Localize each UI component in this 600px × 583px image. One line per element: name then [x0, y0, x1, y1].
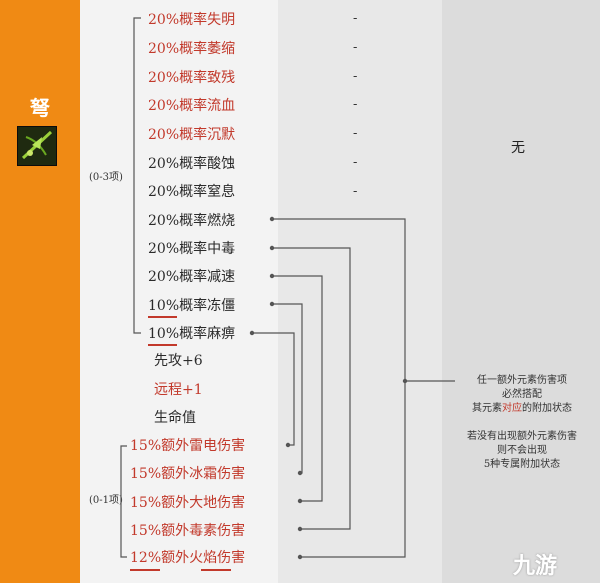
option-suffocate: 20%概率窒息	[148, 184, 236, 200]
dash-3: -	[353, 69, 358, 84]
note-line-3: 其元素对应的附加状态	[446, 402, 598, 416]
note-line-2: 必然搭配	[502, 389, 542, 400]
link-poison-toxic	[272, 247, 351, 530]
watermark-logo: 九游	[513, 554, 558, 579]
weapon-title: 弩	[30, 96, 50, 120]
note-line-4: 若没有出现额外元素伤害	[467, 431, 577, 442]
option-frost-damage: 15%额外冰霜伤害	[130, 466, 246, 482]
range-label-bottom: (0-1项)	[89, 495, 123, 506]
range-label-top: (0-3项)	[89, 172, 123, 183]
stat-initiative: 先攻+6	[154, 353, 203, 369]
dash-2: -	[353, 40, 358, 55]
option-acid: 20%概率酸蚀	[148, 156, 236, 172]
link-burn-fire	[272, 218, 406, 558]
note-line-1: 任一额外元素伤害项	[477, 375, 567, 386]
option-fire-damage: 12%额外火焰伤害	[130, 550, 246, 566]
option-poison: 20%概率中毒	[148, 241, 236, 257]
crossbow-weapon-icon	[17, 126, 57, 166]
dash-7: -	[353, 184, 358, 199]
note-line-6: 5种专属附加状态	[483, 459, 561, 470]
dash-5: -	[353, 126, 358, 141]
link-paralyze-lightning	[252, 332, 295, 446]
option-silence: 20%概率沉默	[148, 127, 236, 143]
attributes-column	[80, 0, 278, 583]
note-column	[442, 0, 600, 583]
note-highlight: 对应	[502, 403, 522, 414]
option-blind: 20%概率失明	[148, 12, 236, 28]
link-freeze-frost	[272, 303, 303, 474]
dash-6: -	[353, 155, 358, 170]
option-burn: 20%概率燃烧	[148, 213, 236, 229]
option-wither: 20%概率萎缩	[148, 41, 236, 57]
option-cripple: 20%概率致残	[148, 70, 236, 86]
option-lightning-damage: 15%额外雷电伤害	[130, 438, 246, 454]
weapon-column	[0, 0, 80, 583]
option-toxic-damage: 15%额外毒素伤害	[130, 523, 246, 539]
bracket-top-options	[133, 17, 141, 334]
dash-column	[278, 0, 442, 583]
link-slow-earth	[272, 275, 323, 502]
option-freeze: 10%概率冻僵	[148, 298, 236, 314]
dash-1: -	[353, 11, 358, 26]
note-line-5: 则不会出现	[497, 445, 547, 456]
stat-health: 生命值	[154, 410, 196, 426]
none-label: 无	[511, 140, 525, 156]
option-earth-damage: 15%额外大地伤害	[130, 495, 246, 511]
option-slow: 20%概率减速	[148, 269, 236, 285]
note-line-3-suffix: 的附加状态	[522, 403, 572, 414]
option-bleed: 20%概率流血	[148, 98, 236, 114]
stat-ranged: 远程+1	[154, 382, 203, 398]
option-paralyze: 10%概率麻痹	[148, 326, 236, 342]
dash-4: -	[353, 97, 358, 112]
note-line-3-prefix: 其元素	[472, 403, 502, 414]
bracket-bottom-options	[120, 445, 127, 558]
